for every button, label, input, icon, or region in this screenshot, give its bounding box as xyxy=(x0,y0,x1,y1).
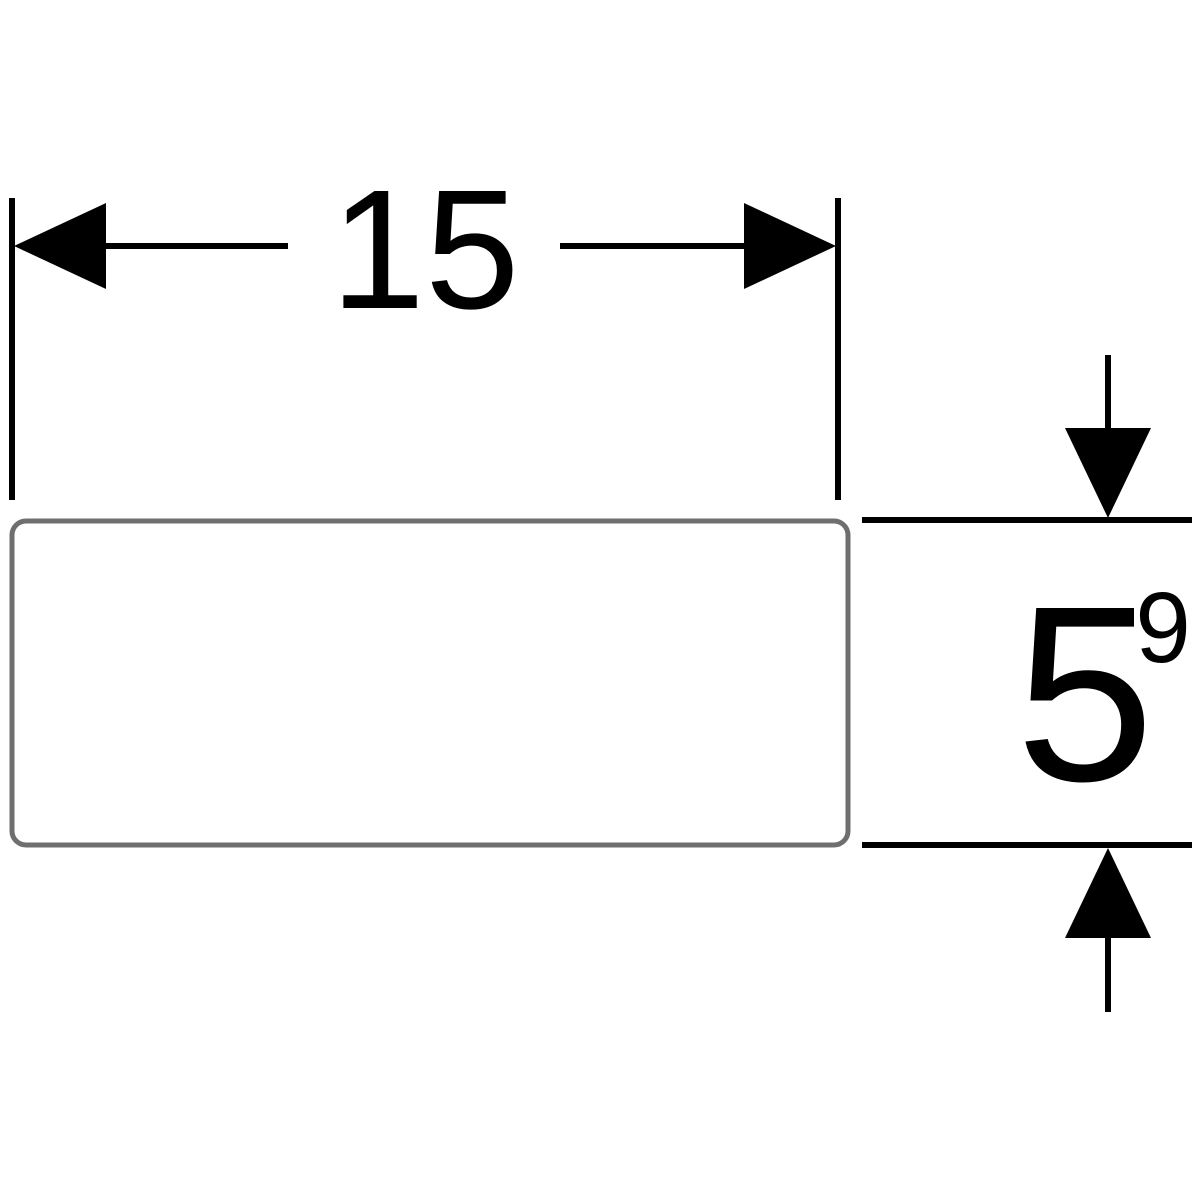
height-dimension: 5 9 xyxy=(862,355,1192,1012)
part-outline-rect xyxy=(9,518,851,848)
width-dimension: 15 xyxy=(9,155,841,500)
arrowhead-left-icon xyxy=(14,203,106,289)
width-dimension-label: 15 xyxy=(330,155,519,345)
arrowhead-down-icon xyxy=(1065,428,1151,518)
height-dimension-label: 5 xyxy=(1015,554,1154,833)
arrowhead-right-icon xyxy=(744,203,836,289)
arrowhead-up-icon xyxy=(1065,848,1151,938)
height-dimension-superscript: 9 xyxy=(1135,572,1191,684)
